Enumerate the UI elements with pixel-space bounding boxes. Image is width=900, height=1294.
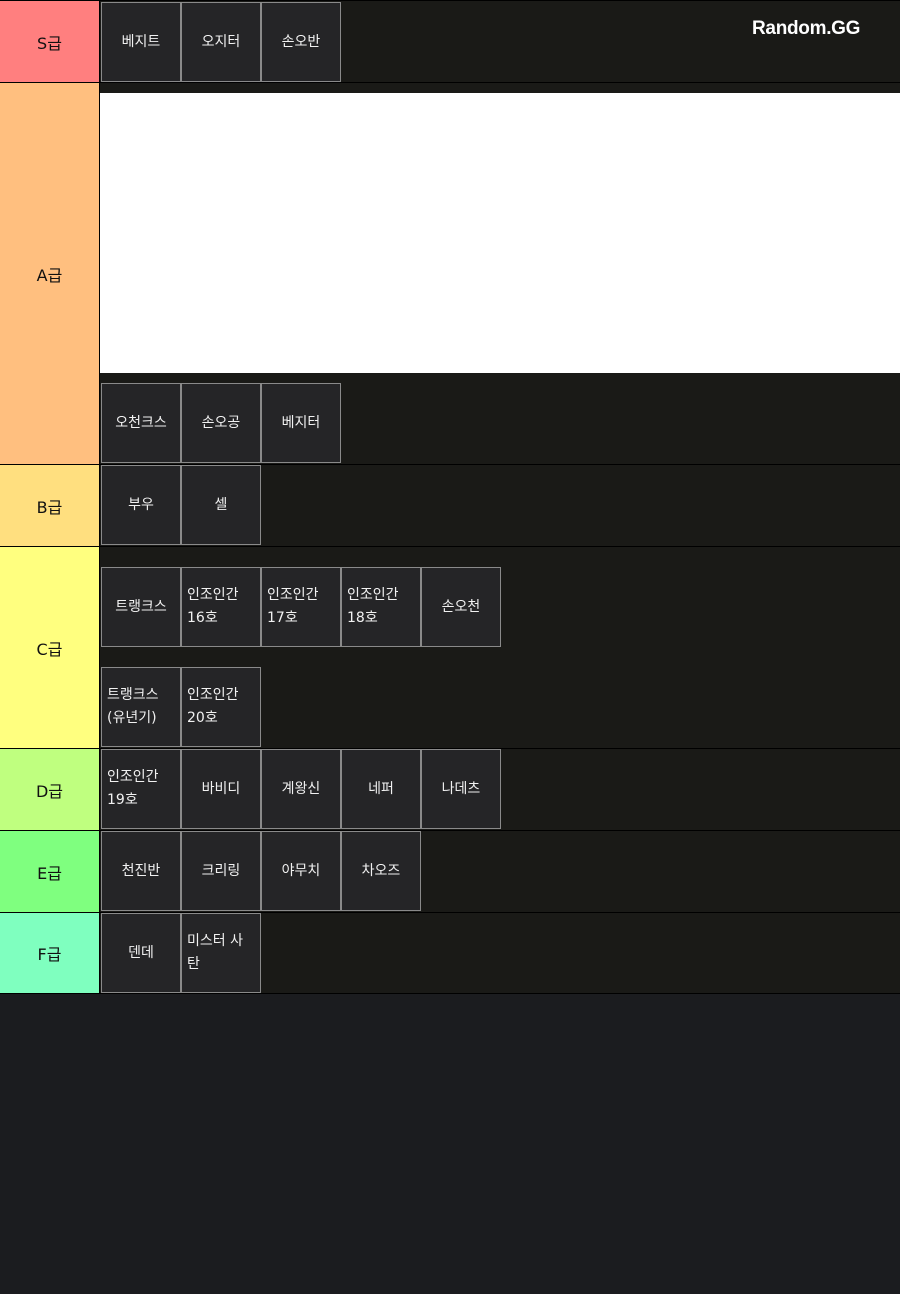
tier-item-card[interactable]: 베지터 xyxy=(261,383,341,463)
tier-item-card[interactable]: 천진반 xyxy=(101,831,181,911)
tier-label-c[interactable]: C급 xyxy=(0,547,100,748)
tier-item-card[interactable]: 크리링 xyxy=(181,831,261,911)
tier-item-card[interactable]: 인조인간 19호 xyxy=(101,749,181,829)
tier-item-card[interactable]: 손오반 xyxy=(261,2,341,82)
tier-row-c: C급 트랭크스 인조인간 16호 인조인간 17호 인조인간 18호 손오천 트… xyxy=(0,546,900,749)
tier-label-e[interactable]: E급 xyxy=(0,831,100,912)
tier-items-e[interactable]: 천진반 크리링 야무치 차오즈 xyxy=(100,831,900,912)
tier-item-card[interactable]: 손오천 xyxy=(421,567,501,647)
tier-item-card[interactable]: 트랭크스 (유년기) xyxy=(101,667,181,747)
tier-row-a: A급 오천크스 손오공 베지터 xyxy=(0,82,900,465)
tier-item-card[interactable]: 차오즈 xyxy=(341,831,421,911)
tier-items-a[interactable]: 오천크스 손오공 베지터 xyxy=(100,83,900,464)
tier-list-board: S급 베지트 오지터 손오반 A급 오천크스 손오공 베지터 B급 부우 셀 C… xyxy=(0,0,900,994)
tier-row-e: E급 천진반 크리링 야무치 차오즈 xyxy=(0,830,900,913)
tier-item-card[interactable]: 부우 xyxy=(101,465,181,545)
tier-row-f: F급 덴데 미스터 사 탄 xyxy=(0,912,900,994)
tier-item-card[interactable]: 오지터 xyxy=(181,2,261,82)
tier-item-card[interactable]: 바비디 xyxy=(181,749,261,829)
tier-item-card[interactable]: 오천크스 xyxy=(101,383,181,463)
tier-label-d[interactable]: D급 xyxy=(0,749,100,830)
tier-label-f[interactable]: F급 xyxy=(0,913,100,993)
tier-item-card[interactable]: 손오공 xyxy=(181,383,261,463)
tier-item-card[interactable]: 트랭크스 xyxy=(101,567,181,647)
tier-row-s: S급 베지트 오지터 손오반 xyxy=(0,0,900,83)
tier-item-card[interactable]: 베지트 xyxy=(101,2,181,82)
tier-items-d[interactable]: 인조인간 19호 바비디 계왕신 네퍼 나데츠 xyxy=(100,749,900,830)
tier-item-card[interactable]: 네퍼 xyxy=(341,749,421,829)
tier-item-card[interactable]: 인조인간 17호 xyxy=(261,567,341,647)
tier-item-card[interactable]: 나데츠 xyxy=(421,749,501,829)
tier-items-c[interactable]: 트랭크스 인조인간 16호 인조인간 17호 인조인간 18호 손오천 트랭크스… xyxy=(100,547,900,748)
tier-item-card[interactable]: 인조인간 16호 xyxy=(181,567,261,647)
tier-item-card[interactable]: 미스터 사 탄 xyxy=(181,913,261,993)
tier-item-card[interactable]: 셀 xyxy=(181,465,261,545)
tier-items-b[interactable]: 부우 셀 xyxy=(100,465,900,546)
tier-item-card[interactable]: 계왕신 xyxy=(261,749,341,829)
tier-items-f[interactable]: 덴데 미스터 사 탄 xyxy=(100,913,900,993)
tier-label-b[interactable]: B급 xyxy=(0,465,100,546)
blank-panel xyxy=(100,93,900,373)
tier-item-card[interactable]: 야무치 xyxy=(261,831,341,911)
tier-item-card[interactable]: 덴데 xyxy=(101,913,181,993)
brand-logo: Random.GG xyxy=(752,18,861,39)
tier-items-s[interactable]: 베지트 오지터 손오반 xyxy=(100,1,900,82)
tier-item-card[interactable]: 인조인간 18호 xyxy=(341,567,421,647)
tier-label-s[interactable]: S급 xyxy=(0,1,100,82)
tier-row-d: D급 인조인간 19호 바비디 계왕신 네퍼 나데츠 xyxy=(0,748,900,831)
tier-label-a[interactable]: A급 xyxy=(0,83,100,464)
tier-row-b: B급 부우 셀 xyxy=(0,464,900,547)
tier-item-card[interactable]: 인조인간 20호 xyxy=(181,667,261,747)
